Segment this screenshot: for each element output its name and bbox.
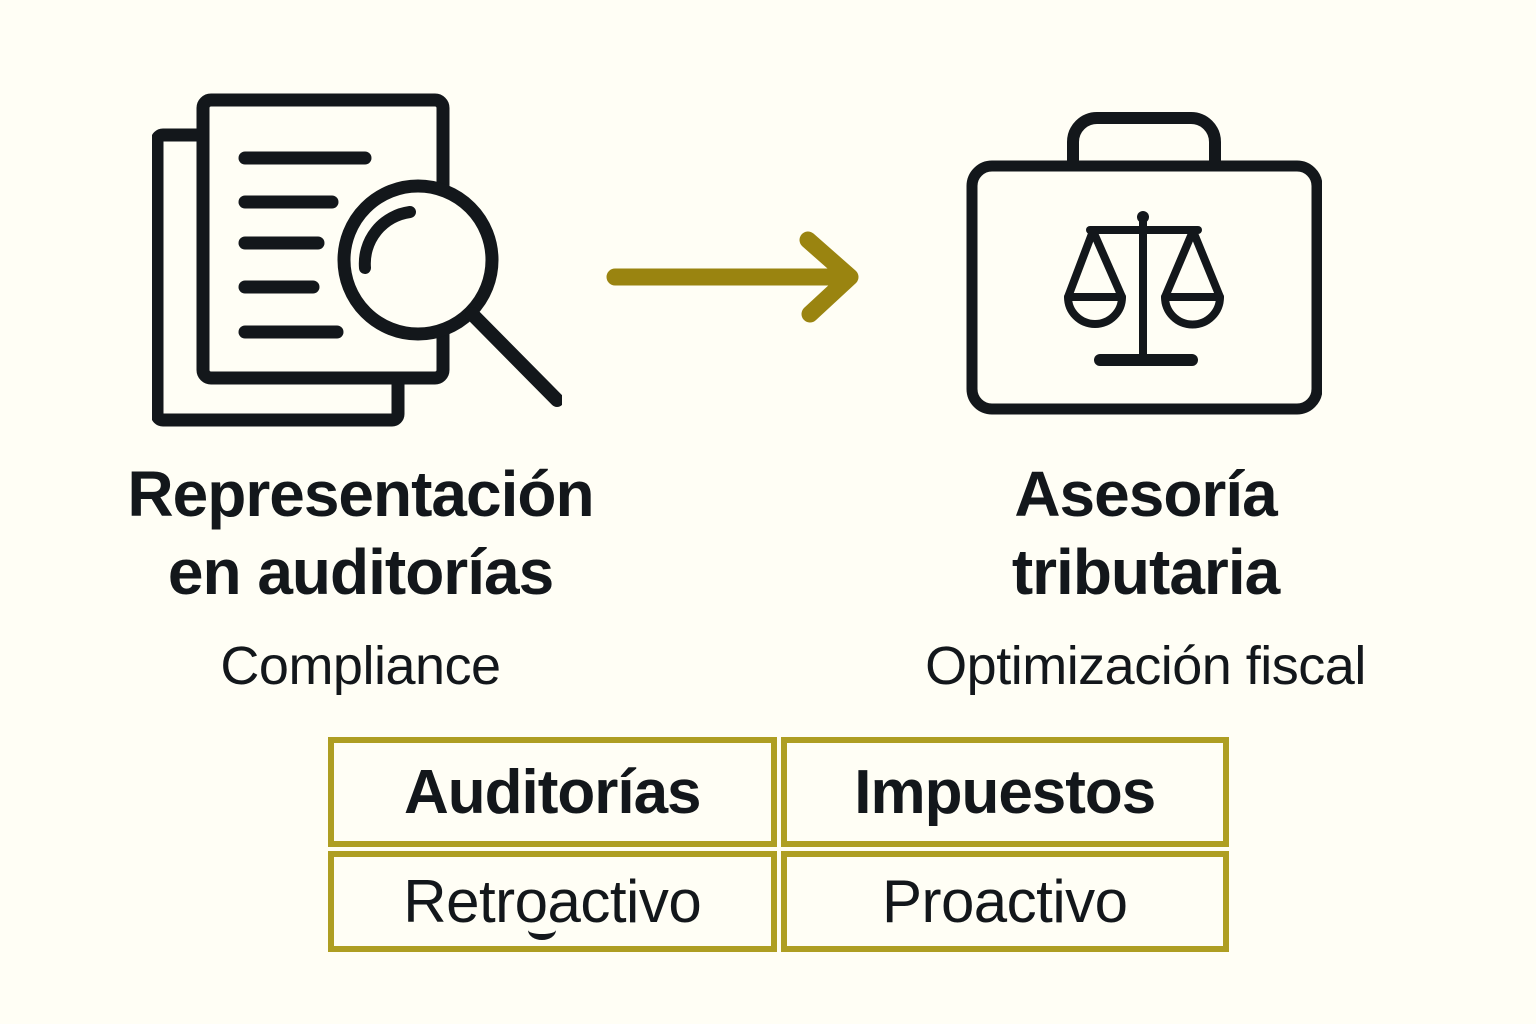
right-title-line1: Asesoría: [1014, 458, 1277, 530]
right-subtitle: Optimización fiscal: [925, 636, 1366, 696]
left-title-line1: Representación: [127, 458, 594, 530]
table-cell-retroactivo: Retroactivo: [328, 851, 777, 952]
table-cell-proactivo: Proactivo: [780, 851, 1229, 952]
stray-mark: [528, 920, 556, 940]
left-title: Representación en auditorías: [33, 455, 688, 611]
table-cell-impuestos: Impuestos: [780, 737, 1229, 847]
right-arrow-icon: [606, 231, 859, 323]
right-title: Asesoría tributaria: [818, 455, 1473, 611]
right-title-line2: tributaria: [1011, 536, 1280, 608]
left-subtitle: Compliance: [220, 636, 501, 696]
documents-magnifier-icon: [152, 93, 562, 427]
table-cell-auditorias: Auditorías: [328, 737, 777, 847]
comparison-table: Auditorías Impuestos Retroactivo Proacti…: [328, 737, 1229, 952]
left-title-line2: en auditorías: [167, 536, 554, 608]
briefcase-scales-icon: [966, 112, 1322, 415]
